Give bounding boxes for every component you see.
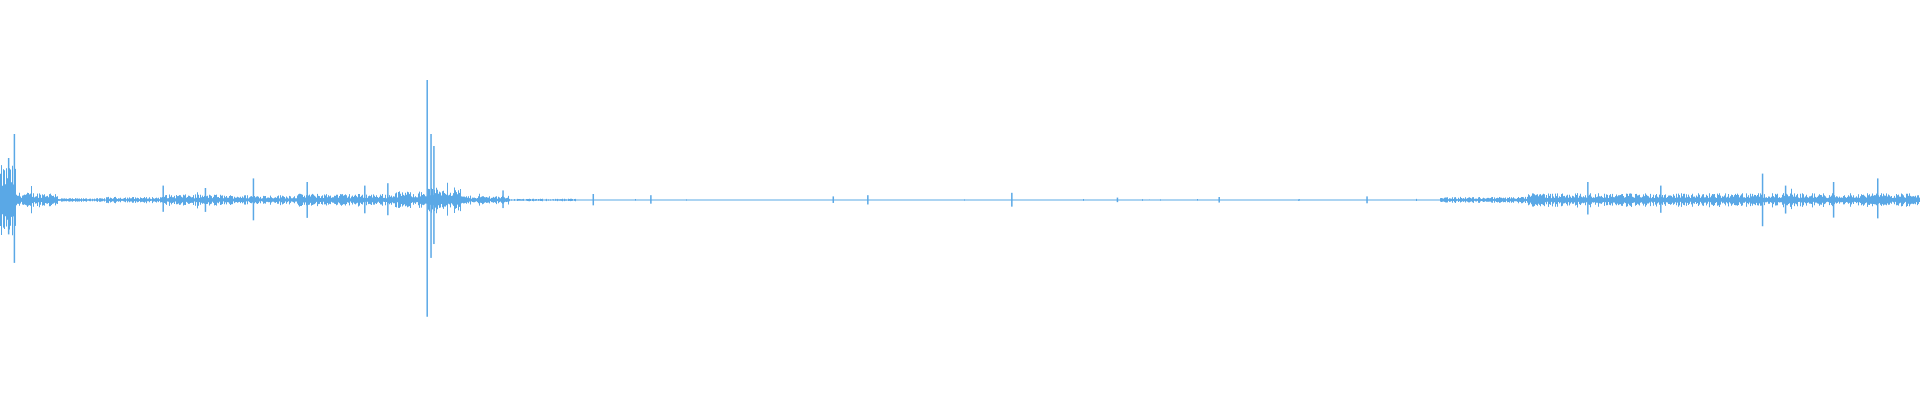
audio-waveform[interactable]: [0, 0, 1920, 400]
waveform-canvas[interactable]: [0, 0, 1920, 400]
